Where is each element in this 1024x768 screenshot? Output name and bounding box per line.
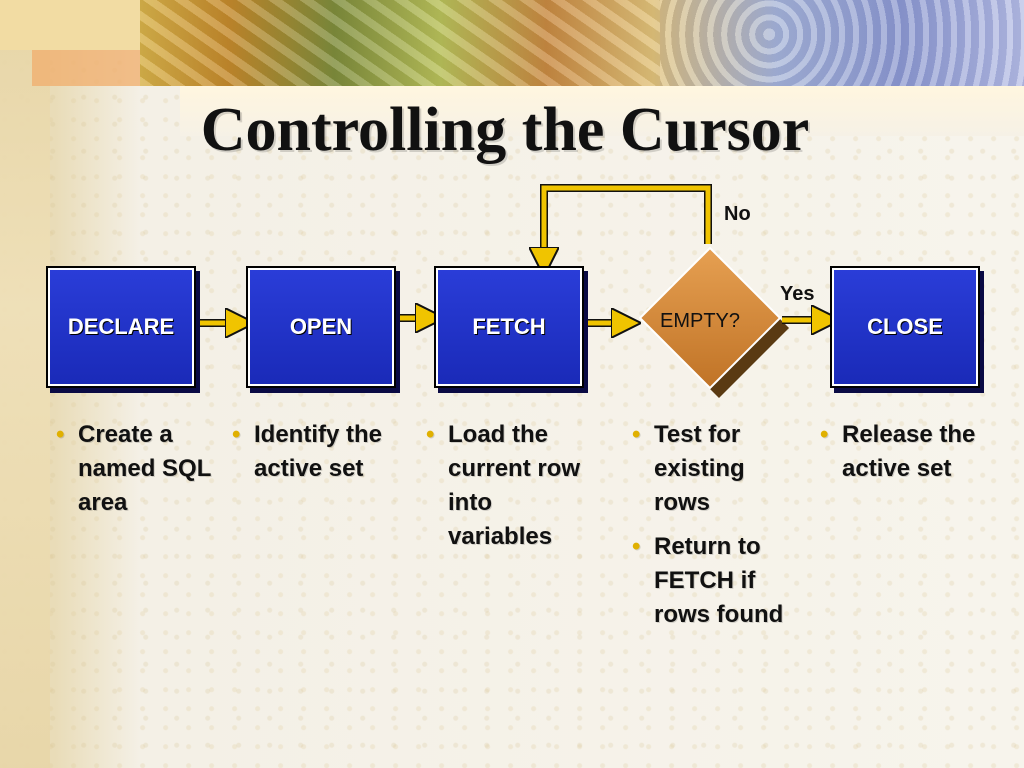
banner-flowers [660,0,1024,86]
bullet-icon: • [426,421,435,448]
bullet-icon: • [56,421,65,448]
declare-description: • Create a named SQL area [56,418,216,530]
no-label: No [724,203,751,225]
bullet-icon: • [632,421,641,448]
fetch-box: FETCH [436,268,582,386]
empty-desc-1: Test for existing rows [654,421,745,516]
slide-title: Controlling the Cursor [200,96,810,164]
declare-desc-1: Create a named SQL area [78,421,211,516]
list-item: • Create a named SQL area [56,418,216,520]
empty-label: EMPTY? [659,310,741,332]
fetch-desc-1: Load the current row into variables [448,421,581,550]
empty-desc-2: Return to FETCH if rows found [654,533,784,628]
close-description: • Release the active set [820,418,990,496]
open-label: OPEN [289,314,353,339]
banner-image [140,0,1024,86]
list-item: • Return to FETCH if rows found [632,530,802,632]
list-item: • Load the current row into variables [426,418,596,554]
fetch-label: FETCH [472,314,546,339]
open-description: • Identify the active set [232,418,402,496]
empty-description: • Test for existing rows • Return to FET… [632,418,802,642]
open-box: OPEN [248,268,394,386]
close-box: CLOSE [832,268,978,386]
declare-box: DECLARE [48,268,194,386]
left-texture-band [0,0,50,768]
declare-label: DECLARE [67,314,175,339]
close-label: CLOSE [867,314,943,339]
banner-orange-block [32,50,142,86]
bullet-icon: • [632,533,641,560]
bullet-icon: • [820,421,829,448]
banner-leaves [140,0,660,86]
yes-label: Yes [780,283,815,305]
banner-light-block [0,0,140,50]
open-desc-1: Identify the active set [254,421,383,482]
loop-arrow-no [540,184,712,262]
close-desc-1: Release the active set [842,421,976,482]
list-item: • Test for existing rows [632,418,802,520]
list-item: • Identify the active set [232,418,402,486]
fetch-description: • Load the current row into variables [426,418,596,564]
list-item: • Release the active set [820,418,990,486]
banner-under-strip [180,86,1024,136]
empty-decision-diamond [638,246,789,398]
bullet-icon: • [232,421,241,448]
